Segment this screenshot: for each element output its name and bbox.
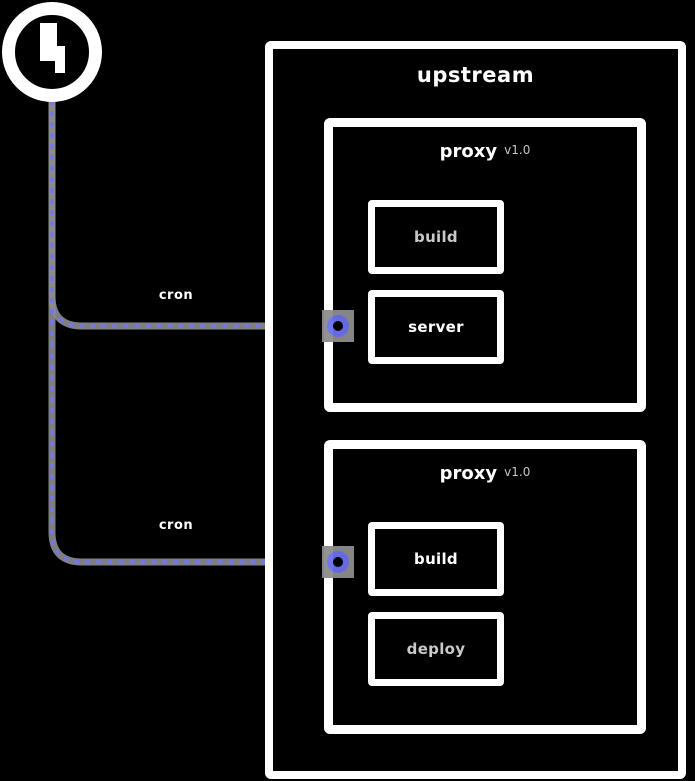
port-ring-icon (327, 551, 349, 573)
node-2-title: proxy (439, 463, 498, 484)
node-2-sub-box-2-label: deploy (406, 640, 466, 658)
node-2-sub-box-1-label: build (414, 550, 458, 568)
edge-label-2: cron (158, 518, 194, 533)
group-node[interactable]: upstream proxy v1.0 build server proxy v… (265, 41, 686, 779)
node-1-badge: v1.0 (504, 143, 531, 157)
node-2-sub-box-1[interactable]: build (368, 522, 504, 596)
node-1-sub-box-1[interactable]: build (368, 200, 504, 274)
node-2-header: proxy v1.0 (333, 463, 637, 485)
port-ring-icon (327, 315, 349, 337)
edge-label-1: cron (158, 288, 194, 303)
node-2-input-port[interactable] (322, 546, 354, 578)
edge-trigger-to-node-2[interactable] (48, 100, 330, 566)
node-2-sub-box-2[interactable]: deploy (368, 612, 504, 686)
node-2[interactable]: proxy v1.0 build deploy (324, 440, 646, 734)
group-title: upstream (416, 63, 535, 87)
node-1-header: proxy v1.0 (333, 141, 637, 163)
node-1-sub-box-1-label: build (414, 228, 458, 246)
clock-icon (40, 23, 65, 73)
node-1-sub-box-2-label: server (408, 318, 464, 336)
node-2-badge: v1.0 (504, 465, 531, 479)
schedule-trigger-node[interactable] (2, 2, 102, 102)
node-1[interactable]: proxy v1.0 build server (324, 118, 646, 412)
node-1-input-port[interactable] (322, 310, 354, 342)
node-1-title: proxy (439, 141, 498, 162)
node-1-sub-box-2[interactable]: server (368, 290, 504, 364)
